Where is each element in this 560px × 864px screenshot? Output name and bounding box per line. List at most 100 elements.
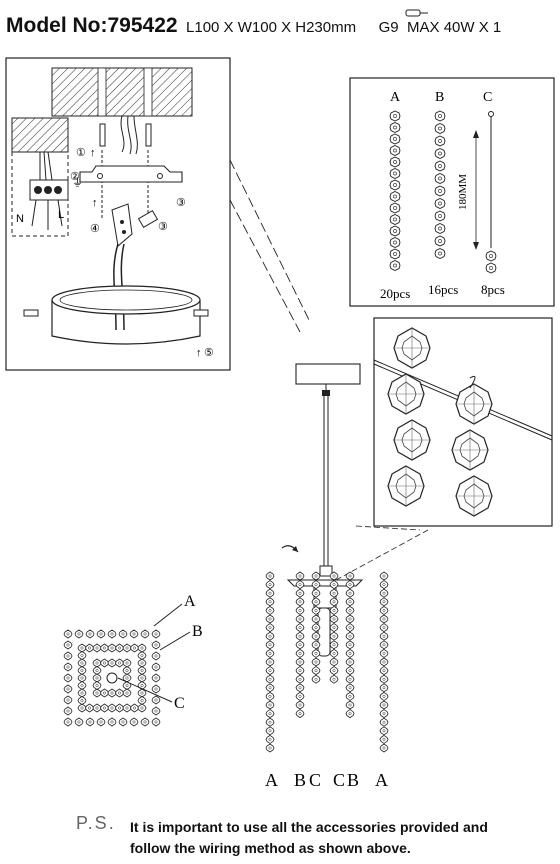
crystal-strand-b xyxy=(434,110,446,259)
top-view-bead xyxy=(107,629,117,639)
crystal-bead xyxy=(345,606,355,615)
crystal-detail-panel xyxy=(373,317,553,527)
top-view-bead xyxy=(137,658,147,668)
crystal-bead xyxy=(389,225,401,237)
crystal-bead xyxy=(311,571,321,581)
top-view-bead xyxy=(151,717,161,727)
crystal-bead xyxy=(434,223,446,234)
crystal-bead xyxy=(434,110,446,122)
dimensions: L100 X W100 X H230mm xyxy=(186,19,357,36)
crystal-bead xyxy=(311,657,321,667)
g9-bulb-icon xyxy=(405,9,428,17)
crystal-bead xyxy=(389,214,401,225)
crystal-bead xyxy=(389,248,401,260)
crystal-bead xyxy=(329,640,339,650)
strand-label-c-right: C xyxy=(333,770,345,790)
step-5-label: ⑤ xyxy=(204,347,214,359)
crystal-bead xyxy=(389,145,401,156)
crystal-bead xyxy=(295,666,305,675)
top-view-label-c: C xyxy=(174,695,185,712)
model-number: Model No:795422 xyxy=(6,14,178,37)
svg-text:↑: ↑ xyxy=(92,197,98,209)
top-view-bead xyxy=(63,673,73,683)
top-view-bead xyxy=(151,706,161,716)
crystal-bead xyxy=(265,674,275,684)
crystal-bead xyxy=(379,597,389,607)
top-view-bead xyxy=(137,651,147,660)
top-view-bead xyxy=(63,717,73,727)
crystal-bead xyxy=(295,571,305,581)
neutral-label: N xyxy=(16,213,24,225)
top-view-bead xyxy=(122,688,132,698)
g9-bulb xyxy=(317,607,331,657)
crystal-bead xyxy=(345,683,355,693)
top-view-bead xyxy=(63,651,73,661)
crystal-bead xyxy=(345,674,355,684)
side-screw-icon xyxy=(23,309,209,317)
crystal-bead xyxy=(379,640,389,650)
crystal-a-count: 20pcs xyxy=(380,286,410,301)
crystal-bead xyxy=(379,606,389,615)
crystal-bead xyxy=(379,631,389,641)
crystal-bead xyxy=(379,614,389,624)
crystal-bead xyxy=(329,674,339,684)
pendant-assembly xyxy=(265,363,389,753)
crystal-bead xyxy=(295,692,305,701)
crystal-bead xyxy=(434,148,446,159)
crystal-bead xyxy=(389,237,401,248)
top-view-bead xyxy=(63,684,73,694)
top-view-bead xyxy=(140,717,150,727)
page-header: Model No:795422 L100 X W100 X H230mm G9 … xyxy=(6,14,558,44)
crystal-bead xyxy=(434,185,446,197)
crystal-b-count: 16pcs xyxy=(428,282,458,297)
top-view-bead xyxy=(63,706,73,716)
top-view-bead xyxy=(151,684,161,694)
crystal-bead xyxy=(329,614,339,624)
crystal-bead xyxy=(345,614,355,624)
crystal-bead xyxy=(389,202,401,214)
crystal-bead xyxy=(345,692,355,701)
crystal-strand-c xyxy=(473,111,497,274)
top-view-bead xyxy=(137,673,147,683)
top-view-bead xyxy=(115,658,124,668)
top-view-bead xyxy=(122,703,132,713)
top-view-bead xyxy=(100,658,109,668)
top-view-bead xyxy=(85,717,95,727)
crystal-bead xyxy=(434,173,446,184)
crystal-bead xyxy=(345,597,355,607)
live-label: L xyxy=(58,209,64,221)
top-view-bead xyxy=(122,666,132,675)
crystal-bead xyxy=(265,683,275,693)
top-view-bead xyxy=(77,651,87,660)
crystal-bead xyxy=(345,700,355,710)
top-view-bead xyxy=(92,658,102,668)
crystal-bead xyxy=(265,735,275,744)
crystal-bead xyxy=(265,588,275,598)
crystal-bead xyxy=(295,606,305,615)
strand-label-b-left: B xyxy=(294,770,306,790)
crystal-bead xyxy=(345,571,355,581)
top-view-bead xyxy=(130,703,139,713)
crystal-bead xyxy=(265,743,275,753)
step-3-label-b: ③ xyxy=(158,221,168,233)
top-view-bead xyxy=(122,658,132,668)
top-view-diagram: A B C xyxy=(63,593,203,727)
crystal-bead xyxy=(295,674,305,684)
crystal-bead xyxy=(265,640,275,650)
crystal-bead xyxy=(311,666,321,675)
crystal-c-count: 8pcs xyxy=(481,282,505,297)
crystal-bead xyxy=(434,198,446,209)
crystal-bead xyxy=(434,210,446,222)
crystal-bead xyxy=(295,649,305,658)
crystal-bead xyxy=(389,191,401,202)
ps-label: P.S. xyxy=(76,813,116,833)
crystal-bead xyxy=(434,235,446,247)
step-3-label-a: ③ xyxy=(176,197,186,209)
footer-note: It is important to use all the accessori… xyxy=(130,817,550,859)
crystal-bead xyxy=(379,657,389,667)
top-view-bead xyxy=(151,662,161,672)
crystal-bead xyxy=(379,683,389,693)
top-view-bead xyxy=(137,703,147,713)
crystal-bead xyxy=(295,683,305,693)
top-view-bead xyxy=(92,643,102,653)
